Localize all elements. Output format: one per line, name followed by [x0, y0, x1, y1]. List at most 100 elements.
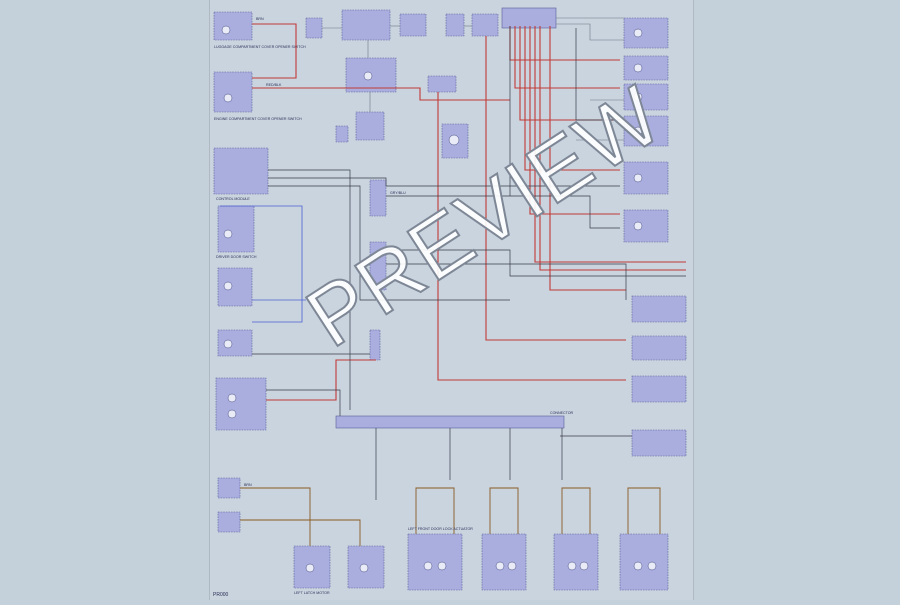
small-switch-b	[217, 511, 241, 533]
motor-symbol	[633, 173, 643, 183]
switch-symbol	[223, 339, 233, 349]
right-motor-2	[623, 55, 669, 81]
top-switch-2	[341, 9, 391, 41]
luggage-cover-switch	[213, 11, 253, 41]
control-module	[213, 147, 269, 195]
engine-cover-switch-label: ENGINE COMPARTMENT COVER OPENER SWITCH	[214, 117, 302, 121]
brown-wire	[240, 487, 311, 546]
door-switch-3	[217, 329, 253, 357]
door-switch-2	[217, 267, 253, 307]
switch-symbol	[223, 93, 233, 103]
black-wire	[386, 195, 620, 229]
relay-block	[215, 377, 267, 431]
wire-tag: BRN	[256, 17, 264, 21]
engine-cover-switch	[213, 71, 253, 113]
switch-symbol	[221, 25, 231, 35]
red-wire	[266, 359, 376, 401]
red-wire	[485, 36, 626, 341]
motor-symbol	[305, 563, 315, 573]
motor-symbol	[579, 561, 589, 571]
black-wire	[268, 169, 351, 410]
motor-symbol	[437, 561, 447, 571]
motor-symbol	[633, 221, 643, 231]
brown-wire	[627, 487, 661, 534]
wire-tag: RED/BLK	[266, 83, 282, 87]
motor-symbol	[567, 561, 577, 571]
brown-wire	[240, 519, 361, 546]
wiring-diagram: LUGGAGE COMPARTMENT COVER OPENER SWITCH …	[213, 7, 687, 598]
motor-symbol	[633, 92, 643, 102]
motor-symbol	[448, 134, 460, 146]
red-wire	[539, 26, 686, 271]
motor-symbol	[633, 28, 643, 38]
inline-connector-1	[369, 179, 387, 217]
inline-connector-2	[369, 241, 387, 291]
right-motor-column	[623, 17, 669, 243]
brown-wire	[415, 487, 455, 534]
black-wire	[268, 185, 510, 301]
door-actuator-4	[619, 533, 669, 591]
red-wire	[534, 26, 686, 263]
motor-symbol	[423, 561, 433, 571]
red-wire	[514, 26, 620, 89]
door-actuator-1-label: LEFT FRONT DOOR LOCK ACTUATOR	[408, 527, 473, 531]
switch-symbol	[223, 229, 233, 239]
right-motor-1	[623, 17, 669, 49]
small-switch-a	[217, 477, 241, 499]
door-actuator-1	[407, 533, 463, 591]
right-motor-6	[623, 209, 669, 243]
bus-connector-label: CONNECTOR	[550, 411, 573, 415]
relay-mid-3	[335, 125, 349, 143]
door-actuator-3	[553, 533, 599, 591]
left-latch-motor-label: LEFT LATCH MOTOR	[294, 591, 330, 595]
black-wire	[575, 28, 620, 121]
wiring-diagram-sheet: LUGGAGE COMPARTMENT COVER OPENER SWITCH …	[209, 0, 694, 600]
motor-symbol	[495, 561, 505, 571]
top-switch-5	[471, 13, 499, 37]
sheet-id: PR000	[213, 592, 229, 598]
top-connector	[501, 7, 557, 29]
black-wire	[386, 249, 686, 277]
door-actuator-2	[481, 533, 527, 591]
right-module-1	[631, 295, 687, 323]
right-motor-3	[623, 83, 669, 111]
switch-symbol	[223, 281, 233, 291]
right-motor-5	[623, 161, 669, 195]
right-motor-4	[623, 115, 669, 147]
right-module-3	[631, 375, 687, 403]
driver-door-switch	[217, 205, 255, 253]
black-wire	[386, 263, 627, 300]
fuse-block	[427, 75, 457, 93]
control-module-label: CONTROL MODULE	[216, 197, 250, 201]
driver-door-switch-label: DRIVER DOOR SWITCH	[216, 255, 257, 259]
red-wire	[509, 26, 620, 61]
wire-tag: GRY/BLU	[390, 191, 406, 195]
motor-symbol	[359, 563, 369, 573]
ground-bus-bar	[335, 415, 565, 429]
red-wire	[524, 26, 620, 171]
relay-mid-2	[355, 111, 385, 141]
top-switch-4	[445, 13, 465, 37]
top-switch-1	[305, 17, 323, 39]
motor-symbol	[633, 561, 643, 571]
red-wire	[252, 87, 510, 101]
red-wire	[252, 23, 297, 79]
inline-connector-3	[369, 329, 381, 361]
brown-wire	[561, 487, 591, 534]
grey-wire	[556, 23, 624, 41]
motor-symbol	[633, 63, 643, 73]
wire-tag: BRN	[244, 483, 252, 487]
blue-wire	[220, 205, 303, 323]
relay-symbol	[227, 409, 237, 419]
black-wire	[268, 177, 620, 187]
relay-symbol	[227, 393, 237, 403]
right-module-4	[631, 429, 687, 457]
motor-symbol	[647, 561, 657, 571]
black-wire	[266, 389, 341, 416]
brown-wire	[489, 487, 519, 534]
relay-symbol	[363, 71, 373, 81]
motor-symbol	[633, 126, 643, 136]
right-module-2	[631, 335, 687, 361]
red-wire	[549, 26, 626, 291]
